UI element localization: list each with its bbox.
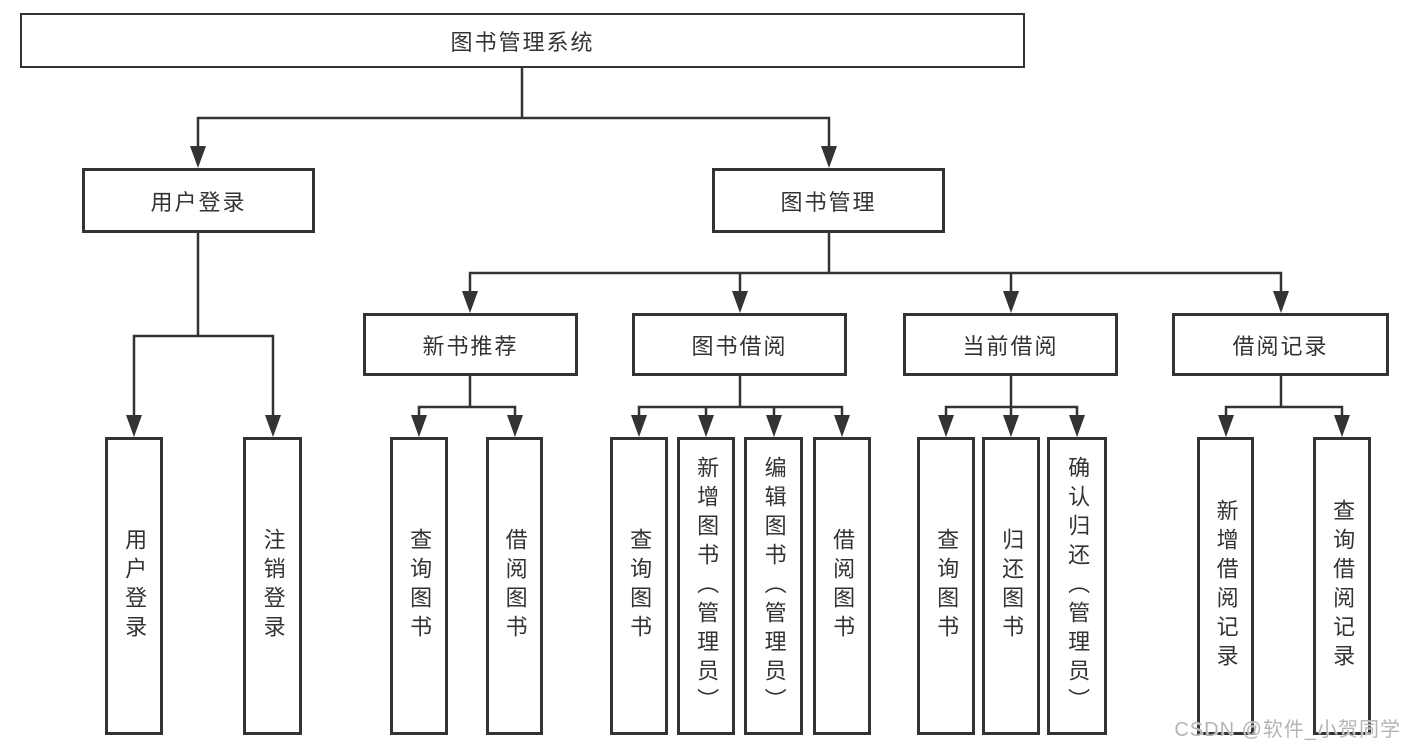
leaf-add-borrow-record-label: 新增借阅记录	[1213, 499, 1239, 673]
leaf-query-book-borrow: 查询图书	[610, 437, 668, 735]
leaf-query-book-borrow-label: 查询图书	[627, 528, 653, 644]
leaf-query-borrow-record-label: 查询借阅记录	[1330, 499, 1356, 673]
leaf-edit-book-admin: 编辑图书（管理员）	[744, 437, 803, 735]
node-user-login: 用户登录	[82, 168, 315, 233]
node-current-borrow-label: 当前借阅	[962, 333, 1059, 359]
connector-new-book-recommend	[411, 374, 523, 437]
node-borrow-records-label: 借阅记录	[1232, 333, 1329, 359]
node-current-borrow: 当前借阅	[903, 313, 1118, 376]
leaf-logout-label: 注销登录	[260, 528, 286, 644]
leaf-query-book-current-label: 查询图书	[934, 528, 960, 644]
leaf-borrow-book: 借阅图书	[813, 437, 871, 735]
node-root: 图书管理系统	[20, 13, 1025, 68]
node-book-management-label: 图书管理	[780, 189, 877, 215]
connector-user-login	[126, 231, 281, 437]
node-new-book-recommend-label: 新书推荐	[422, 333, 519, 359]
leaf-add-borrow-record: 新增借阅记录	[1197, 437, 1254, 735]
watermark-text: CSDN @软件_小贺同学	[1174, 719, 1401, 741]
node-book-management: 图书管理	[712, 168, 945, 233]
leaf-add-book-admin: 新增图书（管理员）	[677, 437, 735, 735]
leaf-user-login-label: 用户登录	[122, 528, 148, 644]
node-new-book-recommend: 新书推荐	[363, 313, 578, 376]
node-root-label: 图书管理系统	[450, 29, 595, 55]
leaf-query-book-recommend: 查询图书	[390, 437, 448, 735]
leaf-borrow-book-recommend: 借阅图书	[486, 437, 543, 735]
node-borrow-records: 借阅记录	[1172, 313, 1389, 376]
connector-book-management	[462, 231, 1289, 313]
leaf-edit-book-admin-label: 编辑图书（管理员）	[761, 455, 787, 717]
leaf-query-book-recommend-label: 查询图书	[407, 528, 433, 644]
leaf-confirm-return-admin: 确认归还（管理员）	[1047, 437, 1107, 735]
node-user-login-label: 用户登录	[150, 189, 247, 215]
connector-current-borrow	[938, 374, 1085, 437]
leaf-logout: 注销登录	[243, 437, 302, 735]
connector-book-borrow	[631, 374, 850, 437]
connector-root	[190, 65, 837, 168]
node-book-borrow-label: 图书借阅	[691, 333, 788, 359]
node-book-borrow: 图书借阅	[632, 313, 847, 376]
leaf-user-login: 用户登录	[105, 437, 163, 735]
connector-borrow-records	[1218, 374, 1350, 437]
leaf-query-book-current: 查询图书	[917, 437, 975, 735]
leaf-add-book-admin-label: 新增图书（管理员）	[694, 455, 720, 717]
leaf-return-book: 归还图书	[982, 437, 1040, 735]
leaf-confirm-return-admin-label: 确认归还（管理员）	[1065, 455, 1091, 717]
leaf-return-book-label: 归还图书	[999, 528, 1025, 644]
leaf-borrow-book-label: 借阅图书	[830, 528, 856, 644]
leaf-query-borrow-record: 查询借阅记录	[1313, 437, 1371, 735]
leaf-borrow-book-recommend-label: 借阅图书	[502, 528, 528, 644]
